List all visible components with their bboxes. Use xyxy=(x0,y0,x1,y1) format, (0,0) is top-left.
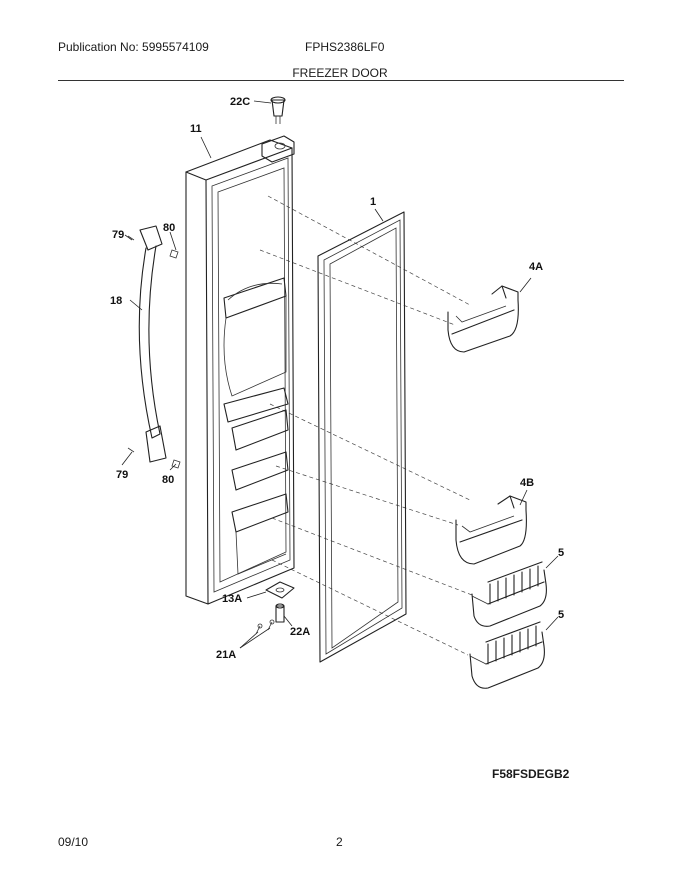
callout-13a: 13A xyxy=(222,593,242,605)
diagram-code: F58FSDEGB2 xyxy=(492,767,570,781)
door-bin-4a xyxy=(447,285,519,353)
page-number: 2 xyxy=(336,835,343,849)
section-title: FREEZER DOOR xyxy=(292,66,388,80)
publication-number: Publication No: 5995574109 xyxy=(58,40,209,54)
model-number: FPHS2386LF0 xyxy=(305,40,385,54)
top-hinge-pin xyxy=(270,96,286,124)
door-panel xyxy=(185,135,295,605)
callout-22c: 22C xyxy=(230,96,250,108)
callout-5-upper: 5 xyxy=(558,547,564,559)
callout-1: 1 xyxy=(370,196,376,208)
wire-basket-upper xyxy=(471,561,547,627)
bottom-hinge-assembly xyxy=(255,581,295,635)
alignment-lines xyxy=(259,195,473,656)
callout-80-upper: 80 xyxy=(163,222,175,234)
door-handle xyxy=(127,225,181,469)
callout-79-lower: 79 xyxy=(116,469,128,481)
footer-date: 09/10 xyxy=(58,835,89,849)
callout-79-upper: 79 xyxy=(112,229,124,241)
callout-22a: 22A xyxy=(290,626,310,638)
callout-labels: 22C 11 1 79 80 4A 18 4B 79 80 5 13A 22A … xyxy=(110,96,564,661)
callout-21a: 21A xyxy=(216,649,236,661)
door-bin-4b xyxy=(455,495,527,565)
callout-11: 11 xyxy=(190,123,202,135)
callout-18: 18 xyxy=(110,295,122,307)
callout-4b: 4B xyxy=(520,477,534,489)
callout-4a: 4A xyxy=(529,261,543,273)
leader-lines xyxy=(121,100,559,649)
callout-80-lower: 80 xyxy=(162,474,174,486)
door-gasket xyxy=(317,211,407,663)
wire-basket-lower xyxy=(469,621,545,689)
header-divider xyxy=(58,80,624,81)
callout-5-lower: 5 xyxy=(558,609,564,621)
